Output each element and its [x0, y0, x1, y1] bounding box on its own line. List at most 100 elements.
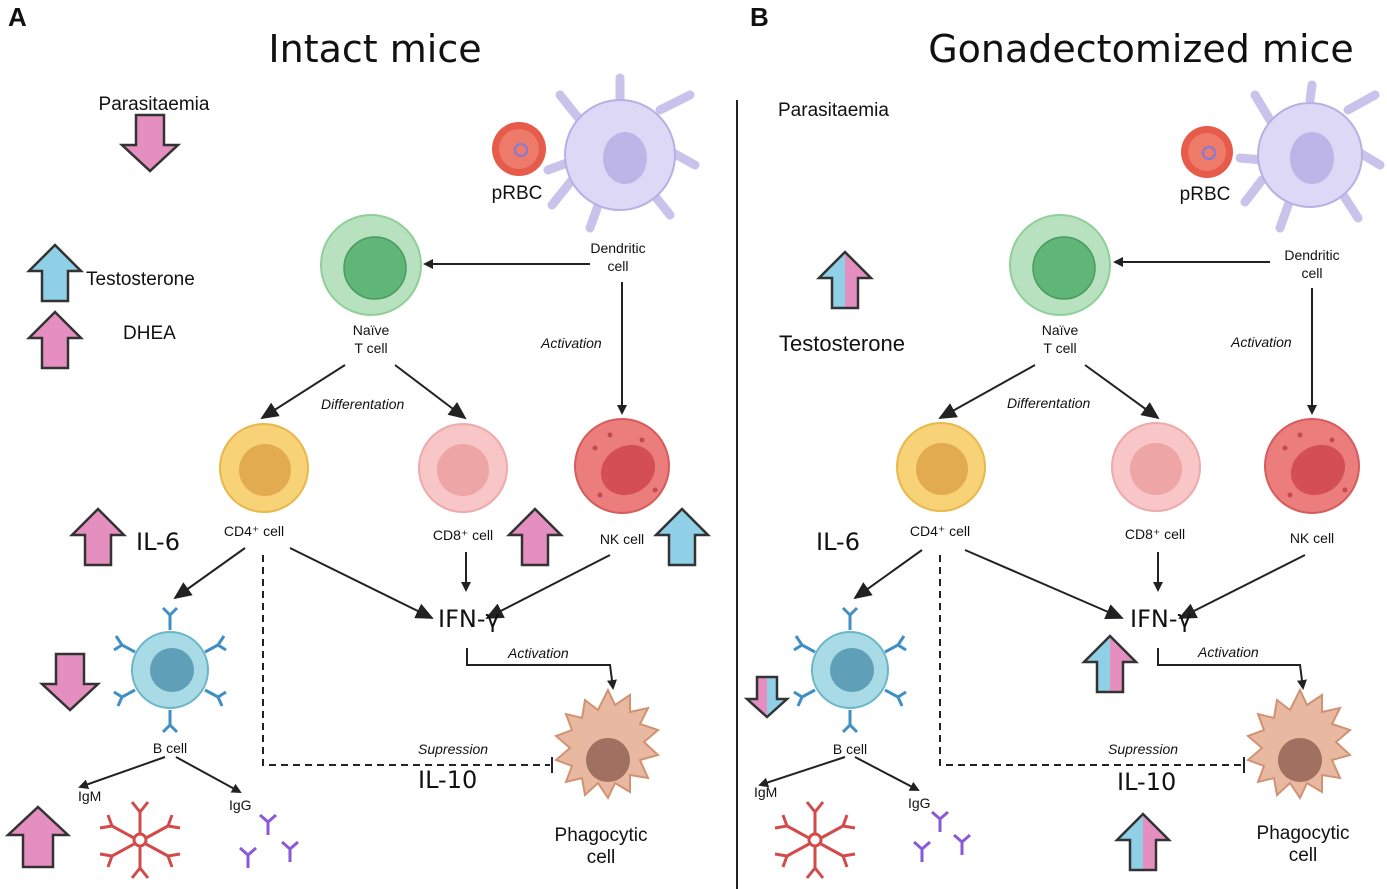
- igm-label-a: IgM: [78, 788, 102, 804]
- arrow-naive-to-cd4-a: [260, 364, 346, 420]
- igm-antibody-a: [99, 801, 181, 879]
- igg-label-b: IgG: [908, 795, 931, 811]
- dendritic-label-a: Dendritic cell: [590, 240, 645, 275]
- prbc-cell-b: [1181, 126, 1233, 178]
- dendritic-label-b: Dendritic cell: [1284, 247, 1339, 282]
- phagocytic-label-b: Phagocytic cell: [1257, 823, 1350, 867]
- cd4-label-a: CD4⁺ cell: [223, 523, 285, 539]
- panel-a-letter: A: [8, 2, 27, 32]
- activation-label-b2: Activation: [1198, 644, 1259, 660]
- naive-label-b: Naïve T cell: [1042, 322, 1079, 357]
- bcell-label-a: B cell: [152, 740, 188, 756]
- arrow-cd4-to-ifn-b: [964, 549, 1124, 619]
- nk-cell-b: [1264, 418, 1360, 514]
- nk-label-b: NK cell: [1289, 530, 1335, 546]
- arrow-bcell-to-igm-a: [78, 756, 166, 790]
- phagocytic-label-a-line2: cell: [586, 846, 616, 868]
- prbc-label-b: pRBC: [1179, 184, 1231, 205]
- arrow-bcell-to-igg-b: [854, 756, 920, 791]
- dendritic-cell-b: [1235, 80, 1385, 233]
- naive-label-a-line1: Naïve: [352, 322, 390, 338]
- naive-label-a-line2: T cell: [354, 339, 388, 356]
- il6-label-a: IL-6: [136, 528, 180, 556]
- naive-label-b-line1: Naïve: [1041, 322, 1079, 338]
- prbc-cell-a: [492, 122, 546, 176]
- naive-label-a: Naïve T cell: [353, 322, 390, 357]
- parasitaemia-label-b: Parasitaemia: [778, 100, 889, 121]
- activation-label-a2: Activation: [508, 645, 569, 661]
- bcell-split-down-arrow-b: [743, 675, 791, 719]
- panel-a-title: Intact mice: [268, 27, 482, 71]
- b-cell-b: [793, 606, 907, 734]
- parasitaemia-down-arrow-a: [118, 113, 182, 173]
- cd8-label-b: CD8⁺ cell: [1124, 526, 1186, 542]
- arrow-nk-to-ifn-b: [1178, 554, 1306, 619]
- parasitaemia-label-a: Parasitaemia: [98, 94, 210, 115]
- dendritic-label-a-line2: cell: [607, 257, 629, 274]
- dhea-up-arrow-a: [25, 310, 85, 370]
- igg-label-a: IgG: [229, 797, 252, 813]
- phagocytic-label-b-line2: cell: [1288, 844, 1318, 866]
- b-cell-a: [113, 606, 227, 734]
- arrow-naive-to-cd4-b: [938, 364, 1036, 419]
- nk-cell-a: [574, 418, 670, 514]
- cd8-cell-a: [418, 423, 508, 513]
- nk-label-a: NK cell: [599, 531, 645, 547]
- panel-b-letter: B: [750, 2, 769, 32]
- phagocytic-label-a: Phagocytic cell: [555, 825, 648, 869]
- bcell-down-arrow-a: [38, 652, 102, 712]
- panel-b-title: Gonadectomized mice: [928, 27, 1354, 71]
- prbc-label-a: pRBC: [491, 183, 543, 204]
- naive-t-cell-a: [320, 214, 422, 316]
- arrow-ifn-to-phagocyte-b: [1157, 648, 1307, 690]
- cd4-cell-b: [896, 422, 986, 512]
- dendritic-label-b-line1: Dendritic: [1284, 247, 1340, 263]
- igm-label-b: IgM: [754, 784, 778, 800]
- igg-antibody-a: [239, 813, 299, 868]
- arrow-ifn-to-phagocyte-a: [466, 648, 617, 690]
- phagocytic-label-b-line1: Phagocytic: [1256, 823, 1350, 844]
- cd8-label-a: CD8⁺ cell: [432, 527, 494, 543]
- igm-antibody-b: [774, 801, 856, 879]
- activation-label-b1: Activation: [1231, 334, 1292, 350]
- arrow-naive-to-cd8-a: [394, 364, 467, 420]
- dendritic-label-a-line1: Dendritic: [590, 240, 646, 256]
- suppression-line-b: [939, 555, 1242, 766]
- arrow-nk-to-ifn-a: [485, 554, 611, 619]
- differentiation-label-b: Differentation: [1007, 395, 1091, 411]
- igg-antibody-b: [913, 810, 971, 862]
- il10-split-arrow-b: [1113, 812, 1173, 872]
- testosterone-up-arrow-a: [25, 243, 85, 303]
- dendritic-cell-a: [543, 73, 700, 233]
- ifn-gamma-label-a: IFN-γ: [438, 605, 500, 633]
- cd8-up-arrow-a: [505, 507, 565, 567]
- testosterone-label-b: Testosterone: [779, 331, 905, 356]
- il10-label-b: IL-10: [1117, 768, 1177, 796]
- phagocytic-label-a-line1: Phagocytic: [554, 825, 648, 846]
- testosterone-split-arrow-b: [815, 250, 875, 310]
- activation-label-a1: Activation: [541, 335, 602, 351]
- arrow-cd4-to-bcell-a: [173, 547, 246, 600]
- arrow-naive-to-cd8-b: [1084, 364, 1160, 420]
- arrow-cd4-to-ifn-a: [289, 547, 434, 619]
- nk-up-arrow-a: [652, 507, 712, 567]
- il10-label-a: IL-10: [418, 766, 478, 794]
- arrow-cd4-to-bcell-b: [853, 549, 923, 600]
- naive-t-cell-b: [1009, 214, 1111, 316]
- dhea-label-a: DHEA: [123, 323, 176, 344]
- suppression-label-b: Supression: [1108, 741, 1179, 757]
- ifn-split-arrow-b: [1080, 634, 1140, 694]
- differentiation-label-a: Differentation: [321, 396, 405, 412]
- igm-up-arrow-a: [4, 805, 72, 869]
- cd4-cell-a: [219, 423, 309, 513]
- cd8-cell-b: [1111, 422, 1201, 512]
- suppression-line-a: [262, 555, 550, 766]
- arrow-bcell-to-igm-b: [758, 756, 846, 788]
- arrow-bcell-to-igg-a: [175, 756, 242, 793]
- il6-up-arrow-a: [68, 507, 128, 567]
- ifn-gamma-label-b: IFN-γ: [1130, 605, 1192, 633]
- dendritic-label-b-line2: cell: [1301, 264, 1323, 281]
- bcell-label-b: B cell: [832, 741, 868, 757]
- il6-label-b: IL-6: [816, 528, 860, 556]
